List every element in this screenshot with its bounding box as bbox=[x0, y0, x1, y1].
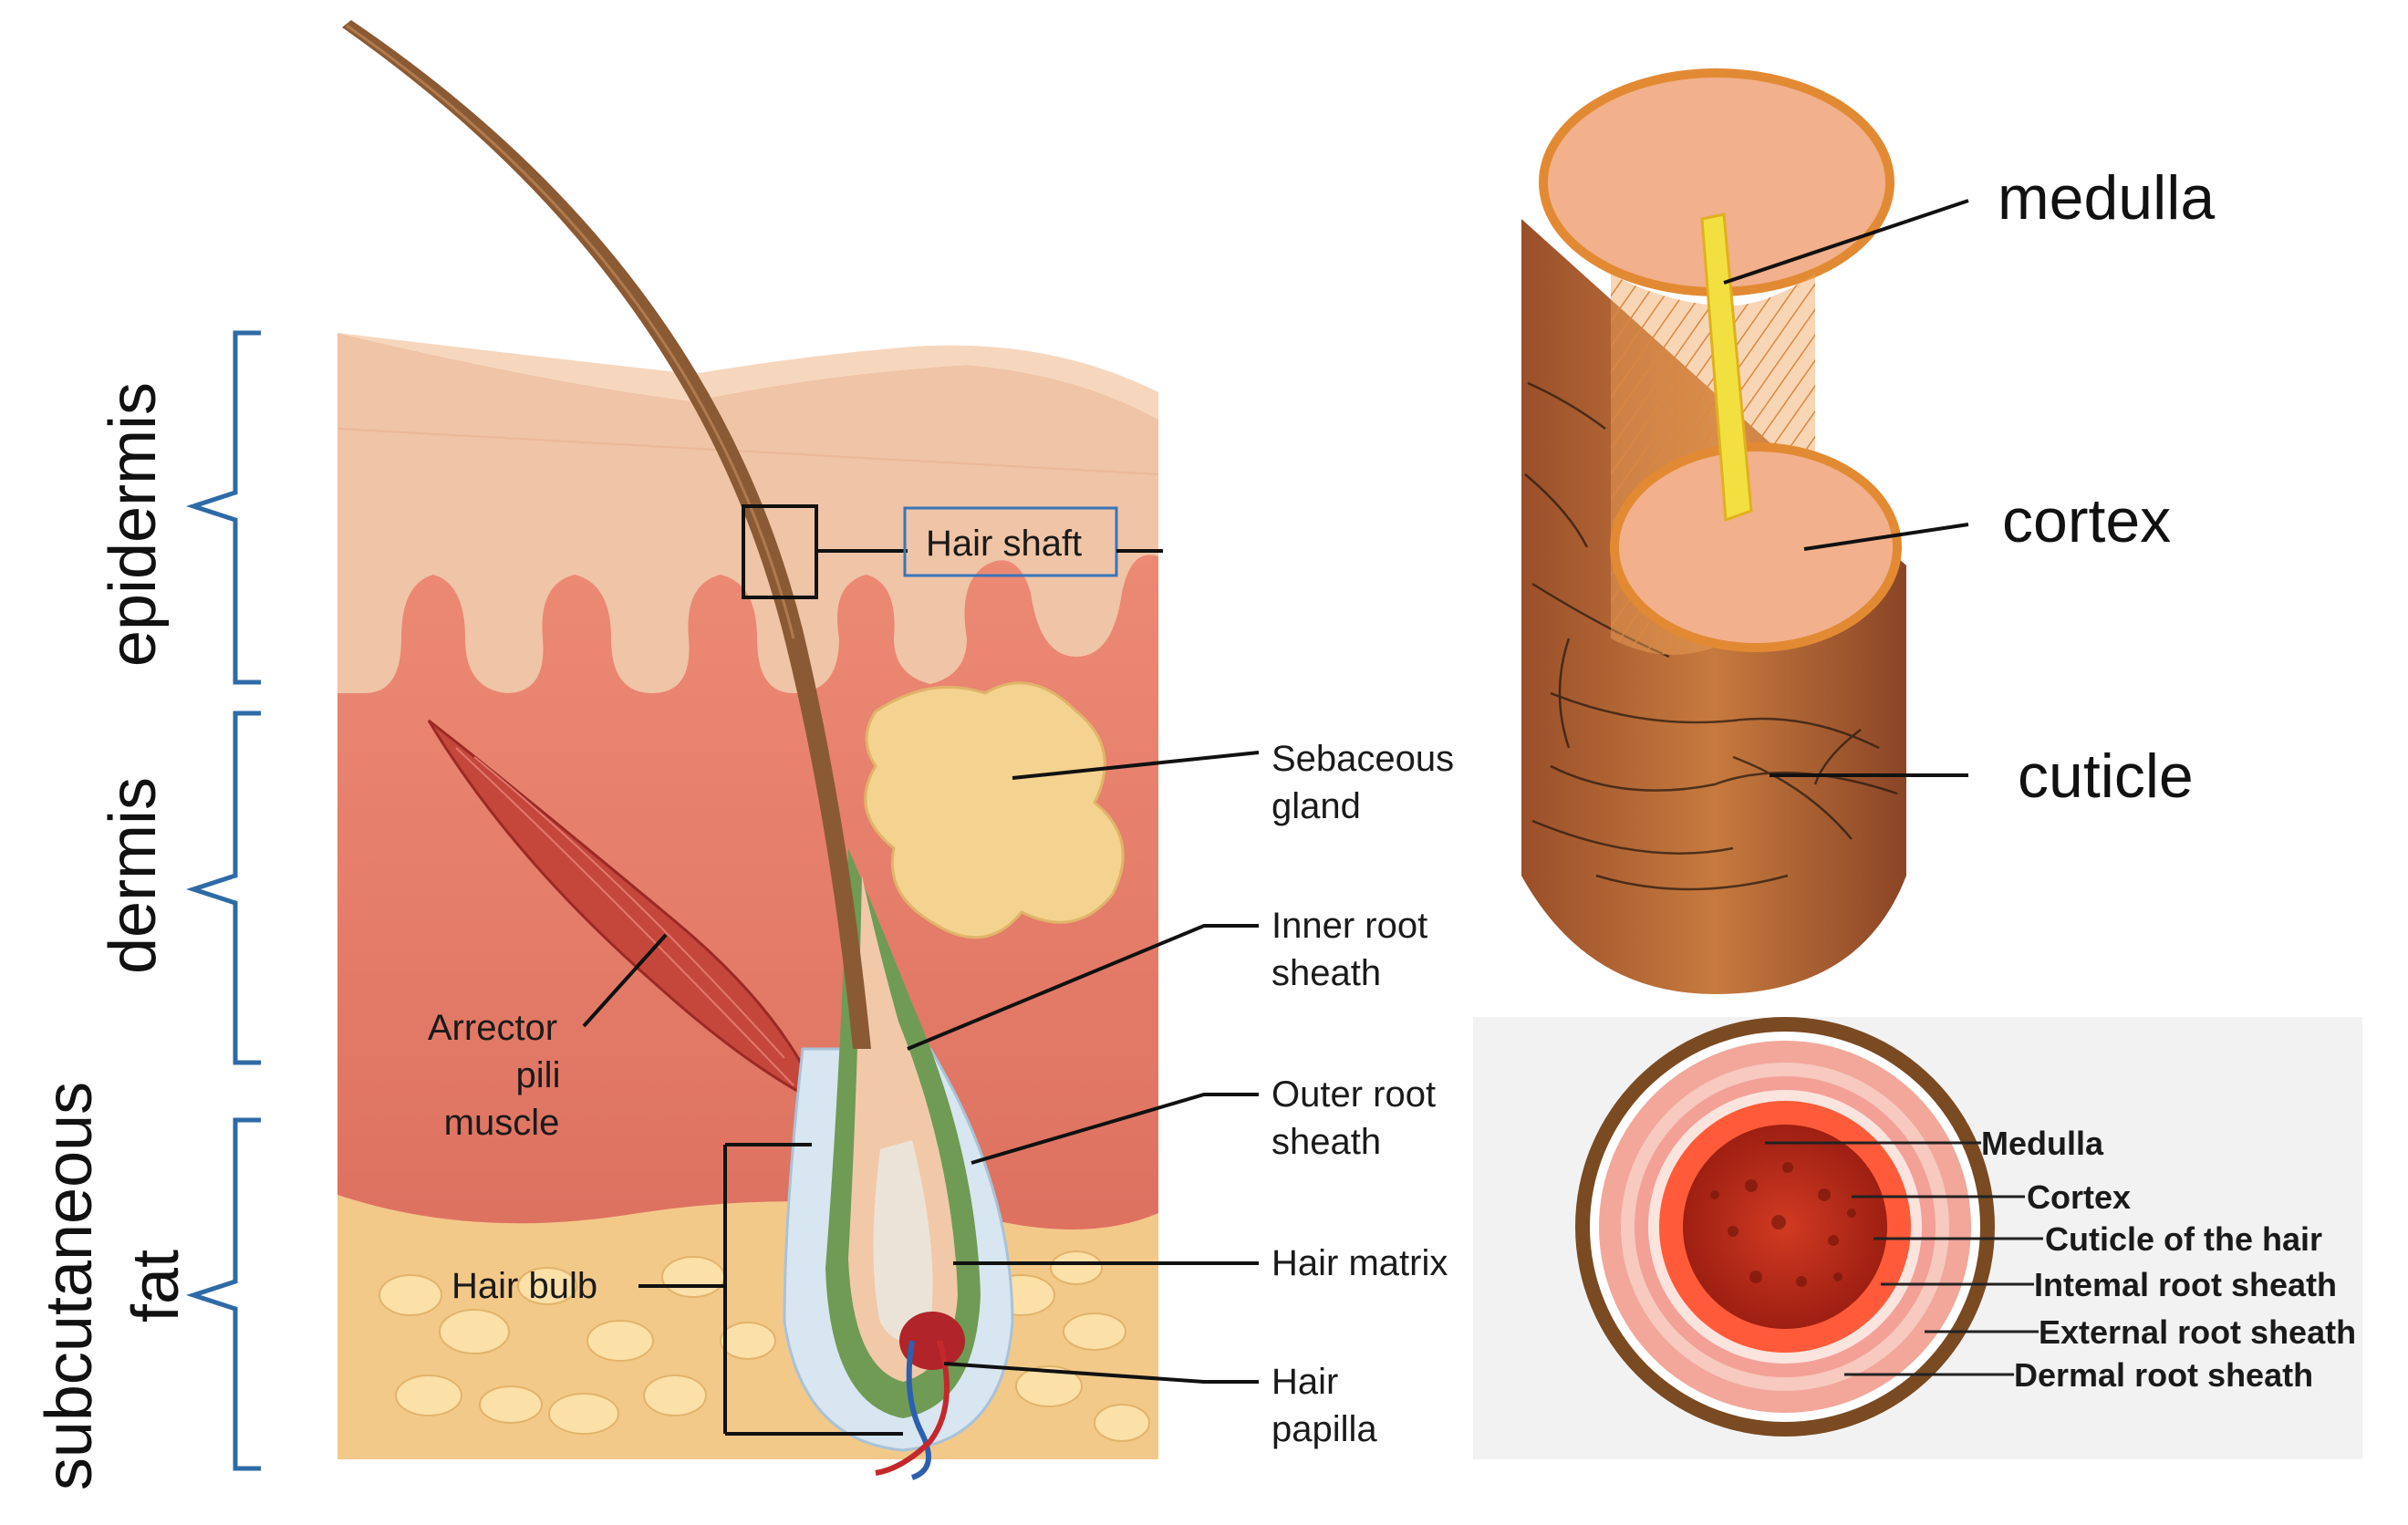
hair-papilla-label-line1: Hair bbox=[1271, 1362, 1338, 1402]
dermis-label: dermis bbox=[97, 777, 170, 974]
hair-matrix-region bbox=[873, 1140, 933, 1341]
hair-papilla-label-line2: papilla bbox=[1271, 1409, 1377, 1449]
cross-external-label: External root sheath bbox=[2039, 1313, 2356, 1351]
outer-root-label-line2: sheath bbox=[1271, 1122, 1381, 1162]
arrector-label-line2: pili bbox=[516, 1055, 561, 1095]
cross-section-panel bbox=[1473, 1017, 2362, 1459]
sebaceous-label-line1: Sebaceous bbox=[1271, 739, 1454, 779]
strand-medulla bbox=[1700, 213, 1753, 523]
dermis-bracket bbox=[185, 711, 261, 1065]
arrector-label-line3: muscle bbox=[444, 1103, 560, 1143]
cross-internal-label: Intemal root sheath bbox=[2034, 1266, 2337, 1303]
sebaceous-gland bbox=[864, 681, 1125, 939]
outer-root-label-line1: Outer root bbox=[1271, 1074, 1436, 1115]
strand-cortex-label: cortex bbox=[2002, 486, 2171, 555]
hair-matrix-label: Hair matrix bbox=[1271, 1243, 1448, 1283]
layer-brackets bbox=[185, 330, 261, 1471]
cross-medulla-label: Medulla bbox=[1981, 1125, 2104, 1162]
cross-dermal-label: Dermal root sheath bbox=[2014, 1356, 2313, 1394]
hair-strand bbox=[342, 20, 871, 1049]
hair-bulb-label: Hair bulb bbox=[452, 1266, 597, 1306]
hair-shaft-label-box bbox=[903, 506, 1118, 577]
strand-lower-face bbox=[1610, 442, 1902, 652]
subcutaneous-label-line1: subcutaneous bbox=[33, 1082, 106, 1490]
strand-cuticle-label: cuticle bbox=[2018, 742, 2194, 811]
epidermis-bracket bbox=[185, 330, 261, 685]
arrector-label-line1: Arrector bbox=[428, 1008, 557, 1048]
hair-follicle bbox=[783, 848, 1014, 1480]
hair-strand-3d bbox=[1521, 68, 1906, 994]
cross-cuticle-label: Cuticle of the hair bbox=[2045, 1220, 2322, 1258]
fat-cells bbox=[379, 1250, 1150, 1442]
epidermis-label: epidermis bbox=[97, 382, 170, 667]
hair-papilla bbox=[899, 1312, 965, 1370]
inner-root-label-line2: sheath bbox=[1271, 953, 1381, 993]
sebaceous-label-line2: gland bbox=[1271, 786, 1361, 826]
inner-root-label-line1: Inner root bbox=[1271, 906, 1427, 946]
skin-top-surface bbox=[337, 333, 1158, 420]
subcutaneous-label-line2: fat bbox=[119, 1250, 192, 1323]
cross-cortex-label: Cortex bbox=[2027, 1178, 2131, 1216]
medulla-core bbox=[1683, 1125, 1887, 1329]
subcutaneous-bracket bbox=[185, 1117, 261, 1471]
hair-shaft-label: Hair shaft bbox=[926, 524, 1082, 564]
strand-medulla-label: medulla bbox=[1998, 163, 2215, 233]
